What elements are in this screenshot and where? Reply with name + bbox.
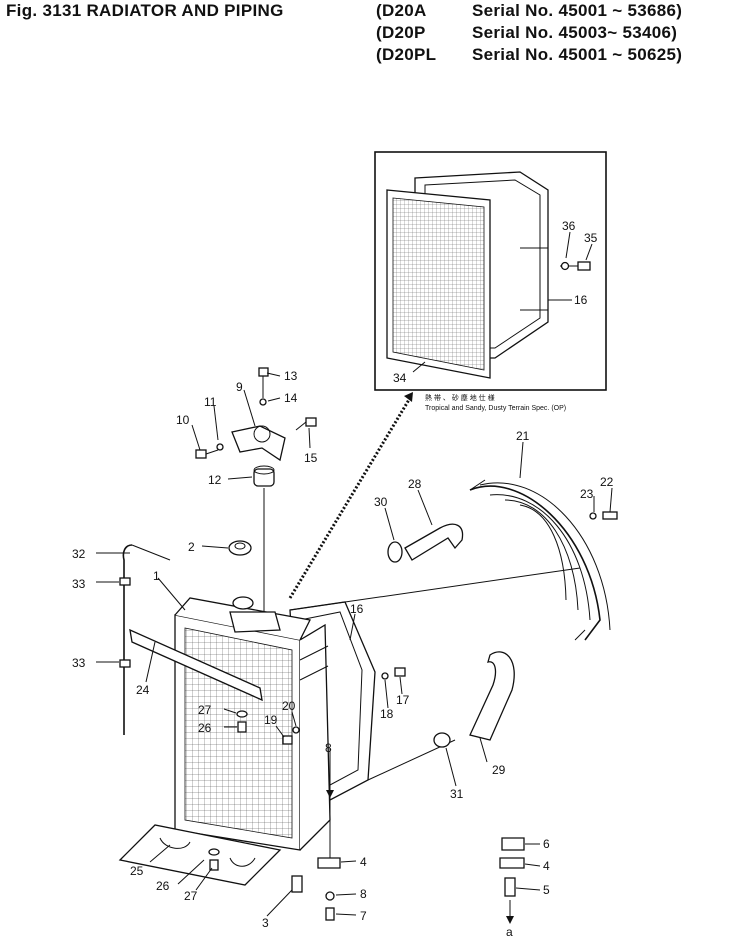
callout-10: 10 — [176, 413, 190, 427]
serial-range: Serial No. 45001 ~ 53686) — [472, 1, 683, 20]
callout-27b: 27 — [184, 889, 198, 903]
arrowhead-icon — [404, 392, 413, 402]
callout-1: 1 — [153, 569, 160, 583]
model-row-2: (D20P Serial No. 45003~ 53406) — [376, 22, 677, 44]
callout-34: 34 — [393, 371, 407, 385]
callout-29: 29 — [492, 763, 506, 777]
model-name: (D20P — [376, 23, 426, 42]
callout-24: 24 — [136, 683, 150, 697]
leader-lines — [96, 372, 613, 917]
callout-21: 21 — [516, 429, 530, 443]
callout-20: 20 — [282, 699, 296, 713]
drain-cover-25 — [118, 824, 282, 886]
callout-32: 32 — [72, 547, 86, 561]
brace-bar-24 — [129, 628, 263, 702]
serial-range: Serial No. 45001 ~ 50625) — [472, 45, 683, 64]
callout-2: 2 — [188, 540, 195, 554]
tropical-spec-inset — [374, 151, 607, 391]
callout-8: 8 — [360, 887, 367, 901]
serial-range: Serial No. 45003~ 53406) — [472, 23, 678, 42]
fan-guard-21 — [469, 479, 611, 641]
callout-16-inset: 16 — [574, 293, 588, 307]
dust-screen-34 — [386, 189, 491, 379]
inset-note-english: Tropical and Sandy, Dusty Terrain Spec. … — [425, 405, 566, 412]
callout-26b: 26 — [156, 879, 170, 893]
model-name: (D20PL — [376, 45, 437, 64]
callout-23: 23 — [580, 487, 594, 501]
drain-cock-3 — [291, 875, 303, 893]
leader-arrow — [288, 397, 412, 599]
model-name: (D20A — [376, 1, 427, 20]
callout-16: 16 — [350, 602, 364, 616]
callout-35: 35 — [584, 231, 598, 245]
callout-15: 15 — [304, 451, 318, 465]
overflow-pipe-32 — [122, 544, 133, 735]
callout-11: 11 — [204, 395, 217, 409]
model-row-1: (D20A Serial No. 45001 ~ 53686) — [376, 0, 682, 22]
callout-a: a — [506, 925, 513, 939]
callout-26: 26 — [198, 721, 212, 735]
callout-7: 7 — [360, 909, 367, 923]
rubber-mount-12 — [253, 468, 275, 487]
callout-8b: 8 — [325, 741, 332, 755]
callout-13: 13 — [284, 369, 298, 383]
model-row-3: (D20PL Serial No. 45001 ~ 50625) — [376, 44, 682, 66]
mounting-bracket-9 — [231, 425, 286, 462]
callout-33: 33 — [72, 577, 86, 591]
callout-27: 27 — [198, 703, 212, 717]
callout-12: 12 — [208, 473, 222, 487]
inset-note-japanese: 熱 帯 、 砂 塵 地 仕 様 — [425, 393, 495, 402]
callout-28: 28 — [408, 477, 422, 491]
callout-25: 25 — [130, 864, 144, 878]
callout-18: 18 — [380, 707, 394, 721]
figure-title: Fig. 3131 RADIATOR AND PIPING — [6, 1, 284, 20]
callout-36: 36 — [562, 219, 576, 233]
radiator-cap-2 — [232, 596, 254, 610]
callout-14: 14 — [284, 391, 298, 405]
callout-30: 30 — [374, 495, 388, 509]
callout-3: 3 — [262, 916, 269, 930]
callout-5: 5 — [543, 883, 550, 897]
callout-22: 22 — [600, 475, 614, 489]
callout-9: 9 — [236, 380, 243, 394]
callout-19: 19 — [264, 713, 278, 727]
callout-4b: 4 — [543, 859, 550, 873]
callout-17: 17 — [396, 693, 410, 707]
callout-31: 31 — [450, 787, 464, 801]
callout-labels: 1 2 3 4 4 5 6 7 8 8 9 10 11 12 13 14 15 … — [72, 219, 614, 939]
lower-hose-29 — [433, 651, 515, 748]
callout-6: 6 — [543, 837, 550, 851]
fan-shroud-16 — [289, 567, 581, 801]
callout-33b: 33 — [72, 656, 86, 670]
callout-4: 4 — [360, 855, 367, 869]
upper-hose-28 — [387, 523, 464, 563]
